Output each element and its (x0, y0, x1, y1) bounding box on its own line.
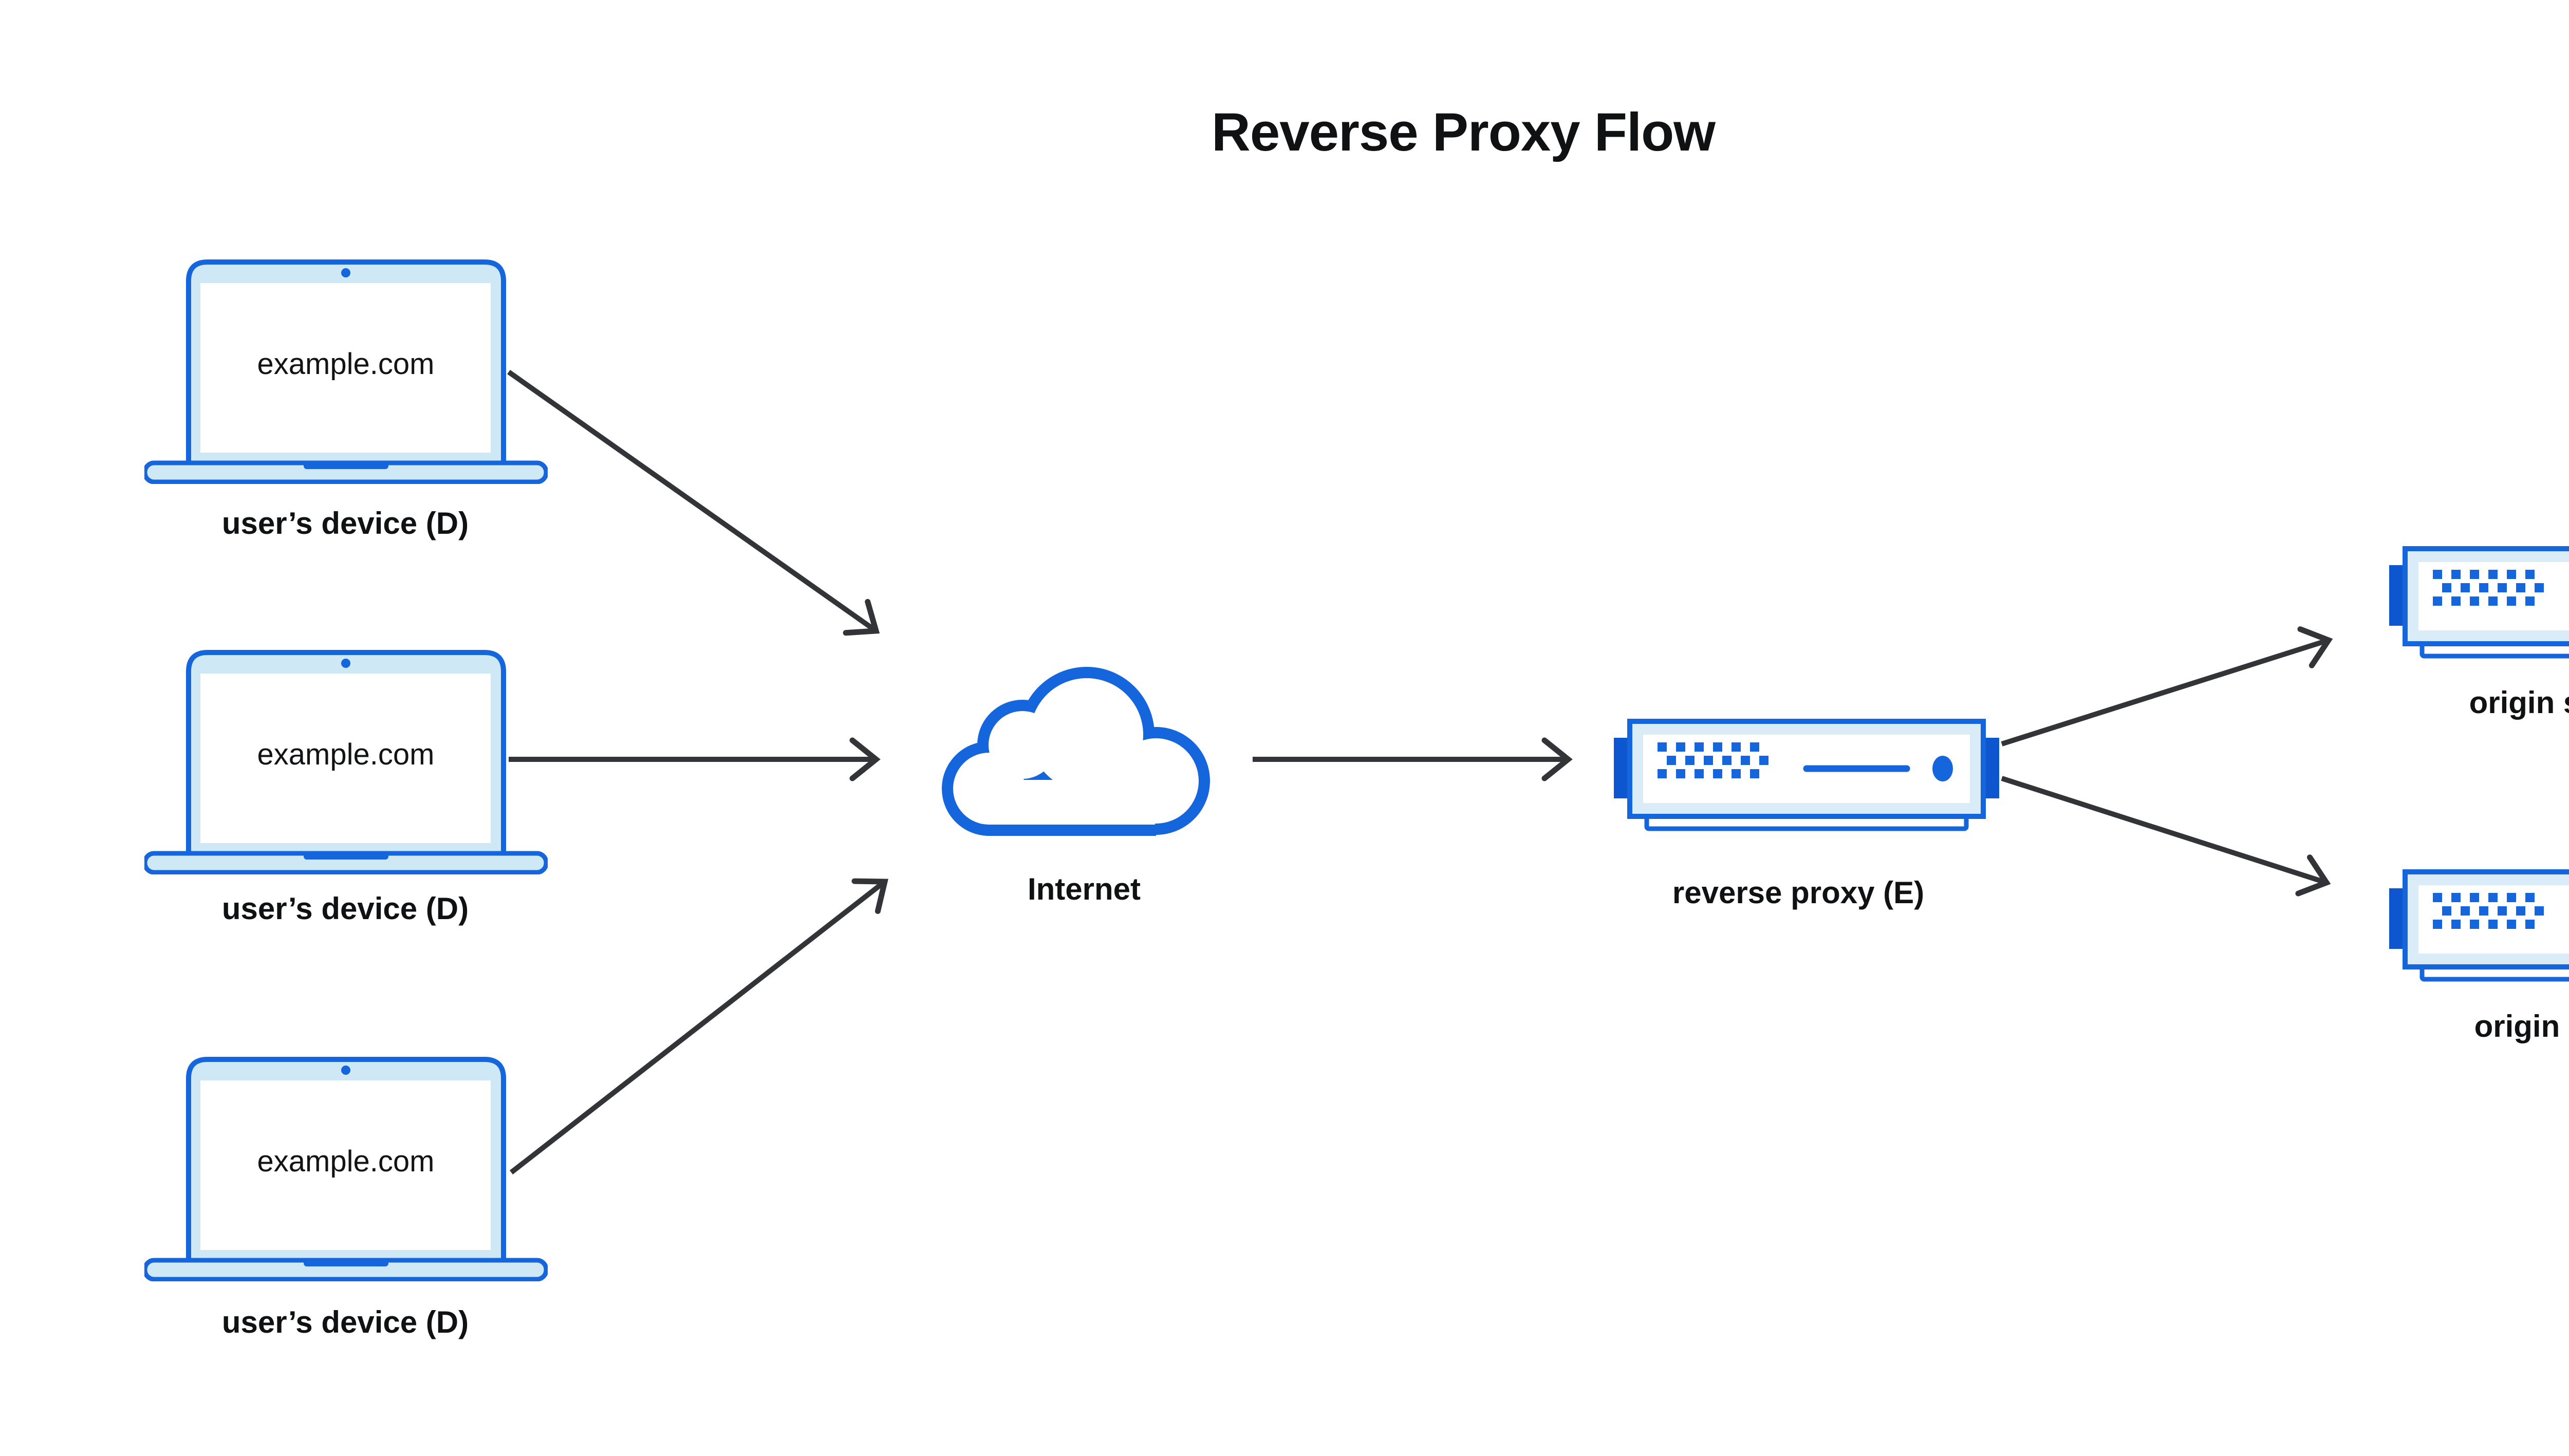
laptop-icon-device1: example.com (144, 259, 548, 484)
device3-label: user’s device (D) (221, 1305, 469, 1339)
device2-screen-text: example.com (257, 738, 435, 771)
laptop-icon-device3: example.com (144, 1057, 548, 1281)
origin-server2-label: origin server (F) (2474, 1009, 2569, 1043)
device3-screen-text: example.com (257, 1145, 435, 1178)
internet-cloud-icon (942, 667, 1210, 836)
internet-label: Internet (1027, 872, 1141, 906)
laptop-icon-device2: example.com (144, 650, 548, 874)
reverse-proxy-label: reverse proxy (E) (1672, 875, 1925, 910)
reverse-proxy-icon (1614, 719, 1999, 834)
arrow-device1-to-internet (507, 369, 880, 636)
origin-server1-icon (2389, 546, 2569, 662)
device2-label: user’s device (D) (221, 891, 469, 926)
origin-server2-icon (2389, 869, 2569, 985)
device1-screen-text: example.com (257, 347, 435, 381)
arrow-proxy-to-origin1 (2001, 626, 2333, 746)
arrow-proxy-to-origin2 (2001, 776, 2331, 897)
device1-label: user’s device (D) (221, 506, 469, 540)
page-title: Reverse Proxy Flow (1212, 102, 1716, 162)
origin-server1-label: origin server (F) (2469, 685, 2569, 720)
arrow-device3-to-internet (509, 878, 888, 1174)
